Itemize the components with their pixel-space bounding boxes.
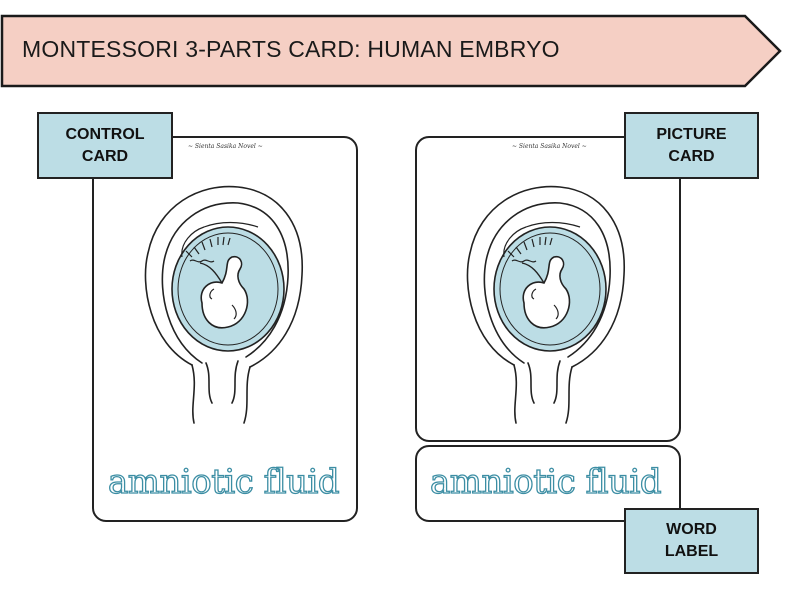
control-card-tag: CONTROL CARD	[37, 112, 173, 179]
word-label-tag: WORD LABEL	[624, 508, 759, 574]
label-card-word: amniotic fluid	[429, 461, 662, 502]
control-tag-line2: CARD	[81, 147, 129, 165]
control-embryo-illustration	[144, 185, 303, 424]
picture-card-tag: PICTURE CARD	[624, 112, 759, 179]
control-card-word: amniotic fluid	[107, 461, 340, 502]
word-tag-line1: WORD	[666, 521, 717, 538]
picture-embryo-illustration	[466, 185, 625, 424]
control-tag-line1: CONTROL	[65, 125, 145, 143]
picture-tag-line1: PICTURE	[656, 125, 727, 143]
word-tag-line2: LABEL	[664, 543, 719, 560]
control-card-credit: ~ Sienta Sasika Novel ~	[188, 143, 263, 150]
banner-title: MONTESSORI 3-PARTS CARD: HUMAN EMBRYO	[22, 36, 560, 62]
picture-tag-line2: CARD	[668, 147, 715, 165]
picture-card-credit: ~ Sienta Sasika Novel ~	[512, 143, 587, 150]
title-banner	[0, 14, 782, 88]
